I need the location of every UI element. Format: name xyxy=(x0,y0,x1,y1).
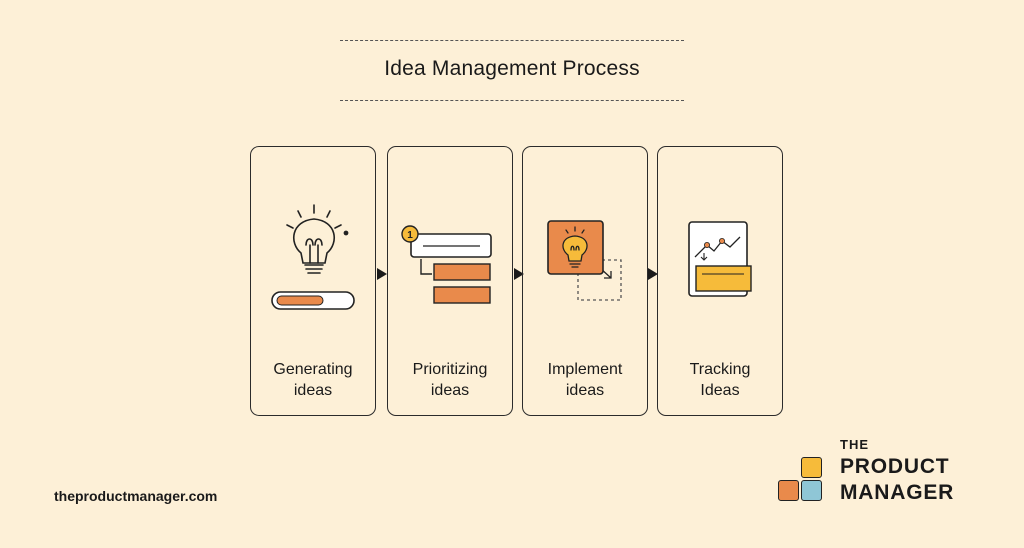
step-label: Implement ideas xyxy=(547,361,623,399)
page-title: Idea Management Process xyxy=(384,57,640,80)
logo-text-manager: MANAGER xyxy=(840,481,955,504)
step-card-generating: Generating ideas xyxy=(250,146,376,416)
step-card-prioritizing: 1 Prioritizing ideas xyxy=(387,146,513,416)
step-label: Generating ideas xyxy=(273,361,353,399)
arrow-icon xyxy=(377,268,387,280)
step-label: Tracking Ideas xyxy=(689,361,751,399)
footer-url: theproductmanager.com xyxy=(54,488,218,504)
tracking-chart-icon xyxy=(688,221,752,297)
brand-logo: THE PRODUCT MANAGER xyxy=(776,437,976,507)
step-card-tracking: Tracking Ideas xyxy=(657,146,783,416)
arrow-icon xyxy=(514,268,524,280)
implement-icon xyxy=(547,220,622,301)
logo-square-yellow xyxy=(801,457,822,478)
priority-list-icon: 1 xyxy=(401,225,492,304)
lightbulb-icon xyxy=(271,204,355,310)
logo-square-orange xyxy=(778,480,799,501)
logo-text-the: THE xyxy=(840,437,869,452)
priority-badge: 1 xyxy=(407,230,413,241)
step-label: Prioritizing ideas xyxy=(412,361,488,399)
step-card-implement: Implement ideas xyxy=(522,146,648,416)
title-divider-top xyxy=(340,40,684,41)
title-block: Idea Management Process xyxy=(340,40,684,102)
logo-text-product: PRODUCT xyxy=(840,455,950,478)
title-divider-bottom xyxy=(340,100,684,101)
arrow-icon xyxy=(648,268,658,280)
logo-square-blue xyxy=(801,480,822,501)
